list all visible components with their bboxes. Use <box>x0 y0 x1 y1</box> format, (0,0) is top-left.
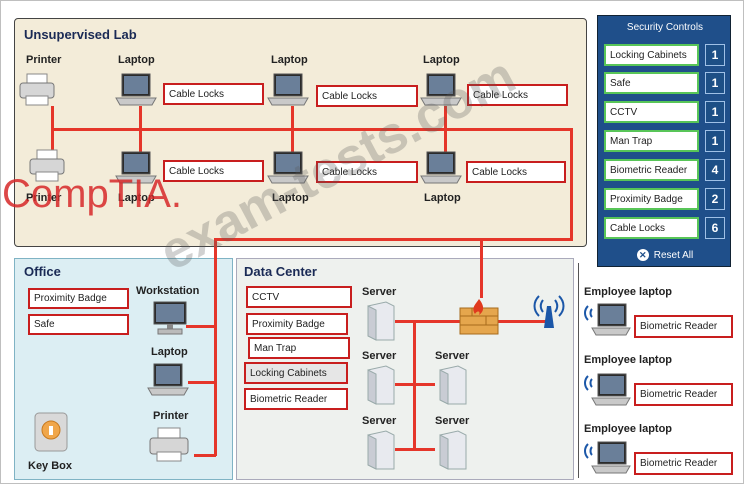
server-label: Server <box>435 415 470 427</box>
office-title: Office <box>24 264 61 279</box>
laptop-icon[interactable] <box>266 72 310 108</box>
laptop-icon[interactable] <box>266 150 310 186</box>
laptop-label: Laptop <box>118 192 155 204</box>
link-line <box>395 383 435 386</box>
link-line <box>51 130 54 152</box>
server-icon[interactable] <box>436 364 468 406</box>
biometric-reader-slot[interactable]: Biometric Reader <box>244 388 348 410</box>
control-safe[interactable]: Safe <box>604 72 699 94</box>
laptop-label: Laptop <box>272 192 309 204</box>
control-man-trap[interactable]: Man Trap <box>604 130 699 152</box>
firewall-drop-line <box>480 238 483 298</box>
server-icon[interactable] <box>436 429 468 471</box>
locking-cabinets-slot[interactable]: Locking Cabinets <box>244 362 348 384</box>
server-label: Server <box>362 286 397 298</box>
security-controls-panel: Security Controls Locking Cabinets 1 Saf… <box>597 15 731 267</box>
employee-laptop-label: Employee laptop <box>584 423 673 435</box>
laptop-icon[interactable] <box>419 72 463 108</box>
control-biometric-reader[interactable]: Biometric Reader <box>604 159 699 181</box>
panel-title: Security Controls <box>626 22 704 33</box>
data-center-title: Data Center <box>244 264 317 279</box>
laptop-label: Laptop <box>151 346 188 358</box>
server-label: Server <box>362 350 397 362</box>
close-icon: ✕ <box>636 249 649 261</box>
printer-label: Printer <box>26 54 62 66</box>
server-label: Server <box>362 415 397 427</box>
laptop-label: Laptop <box>424 192 461 204</box>
control-cctv[interactable]: CCTV <box>604 101 699 123</box>
employee-laptop-icon[interactable] <box>584 370 632 408</box>
control-count: 2 <box>705 188 725 210</box>
backbone-line <box>214 238 573 241</box>
cable-locks-slot[interactable]: Cable Locks <box>316 161 418 183</box>
control-count: 4 <box>705 159 725 181</box>
lab-title: Unsupervised Lab <box>24 27 137 42</box>
employee-laptop-icon[interactable] <box>584 438 632 476</box>
divider <box>578 263 579 478</box>
safe-slot[interactable]: Safe <box>28 314 129 335</box>
link-line <box>194 454 216 457</box>
printer-icon[interactable] <box>148 426 192 464</box>
server-icon[interactable] <box>364 429 396 471</box>
biometric-reader-slot[interactable]: Biometric Reader <box>634 315 733 338</box>
cable-locks-slot[interactable]: Cable Locks <box>466 161 566 183</box>
cable-locks-slot[interactable]: Cable Locks <box>467 84 568 106</box>
control-count: 1 <box>705 101 725 123</box>
control-count: 1 <box>705 44 725 66</box>
link-line <box>444 106 447 156</box>
man-trap-slot[interactable]: Man Trap <box>248 337 350 359</box>
workstation-icon[interactable] <box>150 300 190 338</box>
biometric-reader-slot[interactable]: Biometric Reader <box>634 383 733 406</box>
printer-icon <box>19 73 55 106</box>
server-label: Server <box>435 350 470 362</box>
server-icon[interactable] <box>364 364 396 406</box>
link-line <box>395 320 460 323</box>
lab-network-line <box>51 128 572 131</box>
control-proximity-badge[interactable]: Proximity Badge <box>604 188 699 210</box>
reset-all-label: Reset All <box>653 249 694 261</box>
control-locking-cabinets[interactable]: Locking Cabinets <box>604 44 699 66</box>
laptop-icon[interactable] <box>114 150 158 186</box>
printer-icon <box>29 149 65 182</box>
printer-label: Printer <box>153 410 189 422</box>
link-line <box>188 381 216 384</box>
proximity-badge-slot[interactable]: Proximity Badge <box>246 313 348 335</box>
link-line <box>51 106 54 130</box>
control-count: 6 <box>705 217 725 239</box>
control-cable-locks[interactable]: Cable Locks <box>604 217 699 239</box>
server-icon[interactable] <box>364 300 396 342</box>
link-line <box>291 106 294 156</box>
link-line <box>395 448 435 451</box>
laptop-label: Laptop <box>118 54 155 66</box>
employee-laptop-label: Employee laptop <box>584 286 673 298</box>
cable-locks-slot[interactable]: Cable Locks <box>163 160 264 182</box>
control-count: 1 <box>705 130 725 152</box>
laptop-icon[interactable] <box>146 362 190 398</box>
office-drop-line <box>214 238 217 456</box>
link-line <box>570 128 573 240</box>
laptop-icon[interactable] <box>114 72 158 108</box>
workstation-label: Workstation <box>136 285 200 297</box>
control-count: 1 <box>705 72 725 94</box>
wireless-link-line <box>497 320 547 323</box>
link-line <box>186 325 216 328</box>
employee-laptop-icon[interactable] <box>584 300 632 338</box>
firewall-icon[interactable] <box>458 296 500 336</box>
reset-all-button[interactable]: ✕ Reset All <box>604 246 726 264</box>
link-line <box>139 106 142 156</box>
cctv-slot[interactable]: CCTV <box>246 286 352 308</box>
cable-locks-slot[interactable]: Cable Locks <box>163 83 264 105</box>
proximity-badge-slot[interactable]: Proximity Badge <box>28 288 129 309</box>
cable-locks-slot[interactable]: Cable Locks <box>316 85 418 107</box>
key-box-label: Key Box <box>28 460 73 472</box>
laptop-label: Laptop <box>423 54 460 66</box>
wireless-access-point-icon <box>533 295 565 328</box>
employee-laptop-label: Employee laptop <box>584 354 673 366</box>
biometric-reader-slot[interactable]: Biometric Reader <box>634 452 733 475</box>
printer-label: Printer <box>26 192 62 204</box>
laptop-icon[interactable] <box>419 150 463 186</box>
key-box-icon[interactable] <box>34 412 68 452</box>
laptop-label: Laptop <box>271 54 308 66</box>
unsupervised-lab-region <box>14 18 587 247</box>
